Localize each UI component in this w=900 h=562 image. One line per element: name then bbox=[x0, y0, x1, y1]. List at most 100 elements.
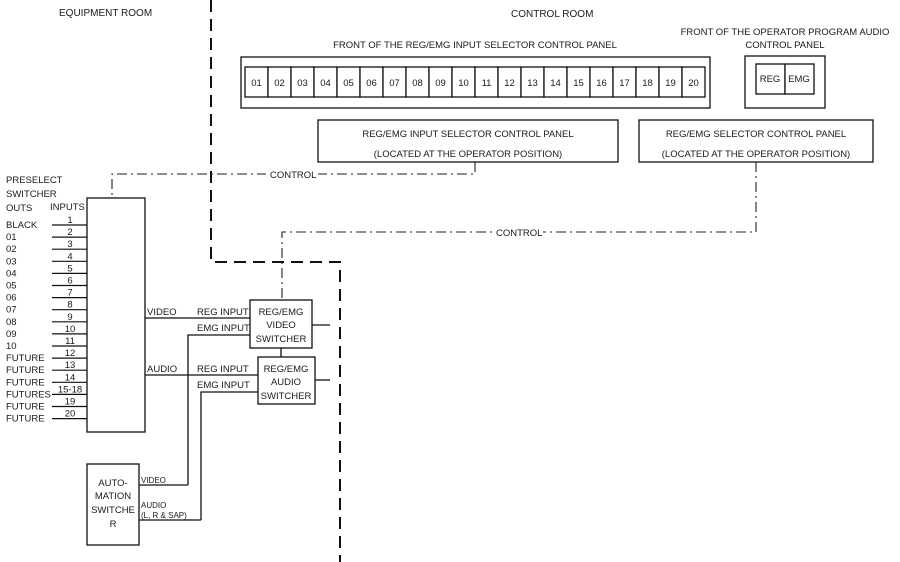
preselect-title-line3: OUTS bbox=[6, 203, 32, 214]
input-button-label: 19 bbox=[665, 78, 676, 89]
preselect-source-label: FUTURES bbox=[6, 389, 51, 400]
preselect-input-number: 11 bbox=[65, 336, 75, 347]
automation-switcher-box bbox=[86, 463, 140, 546]
audio-switcher-line1: REG/EMG bbox=[264, 364, 309, 375]
video-emg-input-label: EMG INPUT bbox=[197, 323, 250, 334]
automation-audio-label-line2: (L, R & SAP) bbox=[141, 511, 187, 520]
automation-line3: SWITCHE bbox=[91, 505, 135, 516]
input-selector-control-panel bbox=[317, 119, 619, 163]
preselect-source-label: 02 bbox=[6, 244, 17, 255]
audio-reg-input-label: REG INPUT bbox=[197, 364, 249, 375]
input-button-label: 12 bbox=[504, 78, 515, 89]
preselect-input-number: 14 bbox=[65, 372, 76, 383]
input-button-label: 10 bbox=[458, 78, 469, 89]
preselect-input-number: 7 bbox=[67, 288, 72, 299]
preselect-input-number: 5 bbox=[67, 263, 72, 274]
preselect-source-label: FUTURE bbox=[6, 402, 45, 413]
preselect-input-number: 8 bbox=[67, 300, 72, 311]
control-line-preselect bbox=[111, 162, 476, 198]
input-button-label: 07 bbox=[389, 78, 400, 89]
preselect-input-number: 1 bbox=[67, 215, 72, 226]
control-label-1: CONTROL bbox=[270, 170, 316, 181]
input-button-label: 17 bbox=[619, 78, 630, 89]
selector-control-panel bbox=[638, 119, 874, 163]
preselect-audio-label: AUDIO bbox=[147, 364, 177, 375]
preselect-input-number: 2 bbox=[67, 227, 72, 238]
preselect-input-number: 13 bbox=[65, 360, 76, 371]
preselect-source-label: 01 bbox=[6, 232, 17, 243]
preselect-source-label: FUTURE bbox=[6, 377, 45, 388]
input-button-label: 09 bbox=[435, 78, 446, 89]
input-button-label: 03 bbox=[297, 78, 308, 89]
audio-switcher-line2: AUDIO bbox=[271, 377, 301, 388]
input-button-label: 08 bbox=[412, 78, 423, 89]
video-switcher-line1: REG/EMG bbox=[259, 307, 304, 318]
input-button-label: 01 bbox=[251, 78, 262, 89]
audio-emg-wire bbox=[200, 391, 258, 520]
preselect-source-label: 03 bbox=[6, 256, 17, 267]
emg-button-label: EMG bbox=[788, 74, 810, 85]
reg-button[interactable] bbox=[755, 63, 786, 95]
automation-audio-label-line1: AUDIO bbox=[141, 501, 166, 510]
input-selector-panel-line2: (LOCATED AT THE OPERATOR POSITION) bbox=[374, 149, 562, 160]
input-button-label: 15 bbox=[573, 78, 584, 89]
audio-switcher-line3: SWITCHER bbox=[261, 391, 312, 402]
selector-panel-line2: (LOCATED AT THE OPERATOR POSITION) bbox=[662, 149, 850, 160]
reg-button-label: REG bbox=[760, 74, 781, 85]
control-label-bg-2 bbox=[493, 226, 543, 238]
audio-panel-front-title-line2: CONTROL PANEL bbox=[745, 40, 824, 51]
preselect-input-number: 15-18 bbox=[58, 384, 82, 395]
selector-panel-line1: REG/EMG SELECTOR CONTROL PANEL bbox=[666, 129, 846, 140]
input-button-label: 14 bbox=[550, 78, 561, 89]
input-button-label: 04 bbox=[320, 78, 331, 89]
preselect-input-number: 19 bbox=[65, 397, 76, 408]
input-button-label: 20 bbox=[688, 78, 699, 89]
video-switcher-box bbox=[249, 299, 313, 349]
preselect-input-number: 3 bbox=[67, 239, 72, 250]
automation-video-label: VIDEO bbox=[141, 476, 166, 485]
audio-switcher-box bbox=[257, 356, 316, 405]
input-button-20[interactable] bbox=[681, 66, 706, 98]
equipment-room-label: EQUIPMENT ROOM bbox=[59, 8, 152, 19]
preselect-switcher-box bbox=[86, 197, 146, 433]
preselect-source-label: FUTURE bbox=[6, 365, 45, 376]
video-reg-input-label: REG INPUT bbox=[197, 307, 249, 318]
preselect-title-line2: SWITCHER bbox=[6, 189, 57, 200]
preselect-input-number: 9 bbox=[67, 312, 72, 323]
preselect-source-label: 05 bbox=[6, 281, 17, 292]
input-button-label: 16 bbox=[596, 78, 607, 89]
video-emg-wire bbox=[187, 334, 250, 485]
automation-line2: MATION bbox=[95, 491, 131, 502]
preselect-source-label: FUTURE bbox=[6, 353, 45, 364]
preselect-source-label: FUTURE bbox=[6, 414, 45, 425]
input-button-label: 18 bbox=[642, 78, 653, 89]
control-label-bg-1 bbox=[266, 168, 318, 180]
preselect-source-label: 10 bbox=[6, 341, 17, 352]
control-label-2: CONTROL bbox=[496, 228, 542, 239]
room-boundary-wall bbox=[210, 0, 341, 562]
preselect-source-label: 06 bbox=[6, 293, 17, 304]
audio-panel-front-title-line1: FRONT OF THE OPERATOR PROGRAM AUDIO bbox=[681, 27, 890, 38]
input-button-label: 02 bbox=[274, 78, 285, 89]
preselect-input-number: 4 bbox=[67, 251, 72, 262]
preselect-video-label: VIDEO bbox=[147, 307, 177, 318]
preselect-source-label: BLACK bbox=[6, 220, 38, 231]
preselect-source-label: 09 bbox=[6, 329, 17, 340]
preselect-source-label: 08 bbox=[6, 317, 17, 328]
input-button-label: 13 bbox=[527, 78, 538, 89]
audio-emg-input-label: EMG INPUT bbox=[197, 380, 250, 391]
preselect-input-number: 20 bbox=[65, 409, 76, 420]
inputs-header: INPUTS bbox=[50, 202, 85, 213]
input-button-label: 11 bbox=[482, 78, 492, 89]
input-button-label: 06 bbox=[366, 78, 377, 89]
preselect-input-number: 6 bbox=[67, 276, 72, 287]
preselect-source-label: 04 bbox=[6, 268, 17, 279]
input-button-label: 05 bbox=[343, 78, 354, 89]
automation-line1: AUTO- bbox=[98, 478, 127, 489]
video-switcher-line2: VIDEO bbox=[266, 320, 296, 331]
preselect-title-line1: PRESELECT bbox=[6, 175, 63, 186]
video-switcher-line3: SWITCHER bbox=[256, 334, 307, 345]
emg-button[interactable] bbox=[784, 63, 815, 95]
